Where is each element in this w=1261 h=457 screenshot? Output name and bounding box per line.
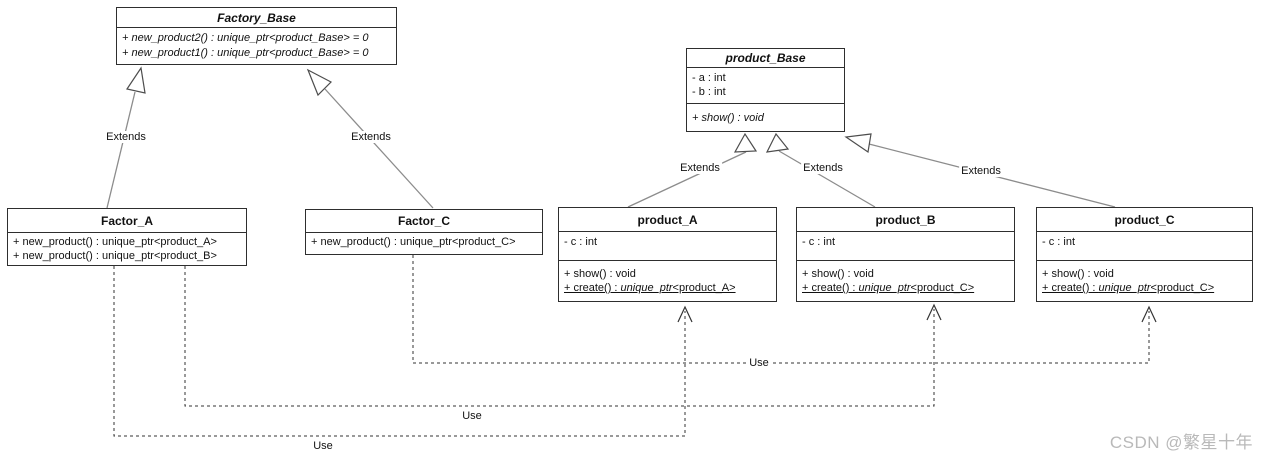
class-product-a: product_A - c : int + show() : void + cr… (558, 207, 777, 302)
extends-edge-factor-a (106, 91, 136, 209)
attribute: - a : int (692, 72, 726, 84)
extends-edge-factor-c (324, 88, 434, 209)
use-edge-factor-a-product-a (113, 266, 686, 437)
class-title: product_Base (687, 49, 844, 68)
extends-label-product-b: Extends (801, 162, 845, 174)
attributes-compartment: - c : int (797, 232, 1014, 261)
class-title: Factor_A (8, 209, 246, 233)
class-title: Factor_C (306, 210, 542, 233)
use-label-factor-a-a: Use (311, 440, 335, 452)
class-title: product_A (559, 208, 776, 232)
class-product-b: product_B - c : int + show() : void + cr… (796, 207, 1015, 302)
use-edge-factor-c-product-c (412, 255, 1150, 364)
class-title: product_B (797, 208, 1014, 232)
use-arrowhead-product-a (677, 305, 693, 323)
use-edge-factor-a-product-b (184, 266, 935, 407)
method-static-create: + create() : unique_ptr<product_A> (564, 282, 736, 294)
methods-compartment: + new_product() : unique_ptr<product_A> … (8, 233, 246, 266)
csdn-watermark: CSDN @繁星十年 (1109, 433, 1253, 452)
methods-compartment: + show() : void + create() : unique_ptr<… (1037, 261, 1252, 298)
use-arrowhead-product-c (1141, 305, 1157, 323)
attribute: - b : int (692, 86, 726, 98)
method: + show() : void (564, 268, 636, 280)
extends-label-factor-a: Extends (104, 131, 148, 143)
attributes-compartment: - c : int (1037, 232, 1252, 261)
class-factory-base: Factory_Base + new_product2() : unique_p… (116, 7, 397, 65)
use-arrowhead-product-b (926, 303, 942, 321)
attribute: - c : int (564, 236, 598, 248)
method: + new_product1() : unique_ptr<product_Ba… (122, 47, 369, 59)
use-label-factor-c: Use (747, 357, 771, 369)
class-product-c: product_C - c : int + show() : void + cr… (1036, 207, 1253, 302)
method: + show() : void (1042, 268, 1114, 280)
attribute: - c : int (802, 236, 836, 248)
method: + new_product2() : unique_ptr<product_Ba… (122, 32, 369, 44)
attributes-compartment: - c : int (559, 232, 776, 261)
methods-compartment: + new_product() : unique_ptr<product_C> (306, 233, 542, 252)
class-factor-a: Factor_A + new_product() : unique_ptr<pr… (7, 208, 247, 266)
extends-label-factor-c: Extends (349, 131, 393, 143)
methods-compartment: + new_product2() : unique_ptr<product_Ba… (117, 28, 396, 64)
method: + new_product() : unique_ptr<product_B> (13, 250, 217, 262)
extends-arrowhead-factor-c (306, 68, 333, 97)
extends-arrowhead-product-b (765, 132, 790, 153)
extends-arrowhead-factor-a (126, 66, 146, 94)
extends-arrowhead-product-a (733, 132, 758, 153)
class-title: Factory_Base (117, 8, 396, 28)
method-static-create: + create() : unique_ptr<product_C> (802, 282, 975, 294)
class-product-base: product_Base - a : int - b : int + show(… (686, 48, 845, 132)
class-title: product_C (1037, 208, 1252, 232)
methods-compartment: + show() : void + create() : unique_ptr<… (559, 261, 776, 298)
attribute: - c : int (1042, 236, 1076, 248)
extends-edge-product-b (778, 150, 876, 208)
method-static-create: + create() : unique_ptr<product_C> (1042, 282, 1215, 294)
extends-label-product-a: Extends (678, 162, 722, 174)
methods-compartment: + show() : void (687, 104, 844, 128)
extends-arrowhead-product-c (844, 133, 872, 154)
use-label-factor-a-b: Use (460, 410, 484, 422)
extends-edge-product-a (627, 151, 747, 208)
method: + show() : void (692, 112, 764, 124)
extends-label-product-c: Extends (959, 165, 1003, 177)
method: + new_product() : unique_ptr<product_A> (13, 236, 217, 248)
method: + new_product() : unique_ptr<product_C> (311, 236, 516, 248)
attributes-compartment: - a : int - b : int (687, 68, 844, 104)
class-factor-c: Factor_C + new_product() : unique_ptr<pr… (305, 209, 543, 255)
method: + show() : void (802, 268, 874, 280)
methods-compartment: + show() : void + create() : unique_ptr<… (797, 261, 1014, 298)
